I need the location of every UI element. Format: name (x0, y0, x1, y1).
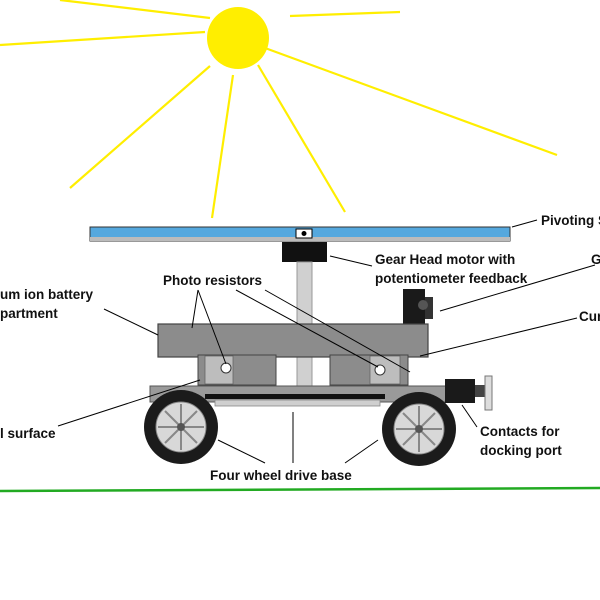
ground-line (0, 486, 600, 493)
sun-ray (257, 64, 346, 213)
leader-cur (419, 317, 578, 357)
photo-resistor-left (197, 354, 277, 386)
photo-resistor-icon (220, 362, 232, 374)
photo-resistor-icon (374, 364, 386, 376)
label-right-cur: Cur (579, 309, 600, 324)
wheel-hub (415, 425, 423, 433)
drive-base-rail (205, 394, 385, 399)
leader-photo-4 (264, 289, 411, 373)
leader-contacts (461, 404, 478, 428)
pan-motor-hub (418, 300, 428, 310)
sun-rays (0, 0, 558, 219)
label-pivoting: Pivoting S (541, 213, 600, 228)
battery-compartment (157, 323, 429, 358)
wheel-front-left (144, 390, 218, 464)
sun-ray (59, 0, 211, 20)
label-photo-resistors: Photo resistors (163, 273, 262, 288)
sun-icon (0, 0, 558, 219)
label-contacts-2: docking port (480, 443, 562, 458)
gear-head-motor (282, 242, 327, 262)
label-gear-head-1: Gear Head motor with (375, 252, 515, 267)
panel-frame (90, 237, 510, 241)
pan-motor-body (403, 289, 425, 327)
sun-ray (69, 65, 211, 189)
sun-ray (0, 30, 206, 47)
label-battery-2: partment (0, 306, 58, 321)
label-four-wheel: Four wheel drive base (210, 468, 352, 483)
leader-surface (57, 379, 201, 427)
leader-four-wheel-3 (344, 439, 379, 464)
leader-g (439, 264, 596, 312)
docking-contacts (445, 375, 493, 411)
leader-photo-1 (191, 289, 199, 329)
solar-panel (89, 226, 511, 242)
leader-pivoting (511, 219, 538, 228)
label-battery-1: um ion battery (0, 287, 94, 302)
leader-battery (103, 308, 159, 336)
docking-motor (445, 379, 475, 403)
label-right-g: G (591, 252, 600, 267)
docking-contact-block (475, 385, 487, 397)
pivot-bolt-icon (301, 231, 307, 236)
leader-gear-head (329, 255, 373, 267)
sun-ray (210, 74, 235, 219)
leader-four-wheel-1 (217, 439, 266, 464)
label-contacts-1: Contacts for (480, 424, 560, 439)
leader-photo-3 (235, 289, 379, 368)
wheel-front-right (382, 392, 456, 466)
pan-motor (403, 289, 433, 327)
label-gear-head-2: potentiometer feedback (375, 271, 528, 286)
sun-ray (289, 10, 401, 18)
docking-contact-plate (484, 375, 493, 411)
photo-resistor-right (329, 354, 409, 386)
drive-base-underplate (214, 399, 381, 407)
leader-photo-2 (197, 289, 227, 365)
sun-ray (264, 46, 558, 157)
label-surface: l surface (0, 426, 56, 441)
wheel-hub (177, 423, 185, 431)
pan-motor-cap (425, 297, 433, 319)
sun-disc (207, 7, 269, 69)
leader-lines (57, 219, 596, 464)
